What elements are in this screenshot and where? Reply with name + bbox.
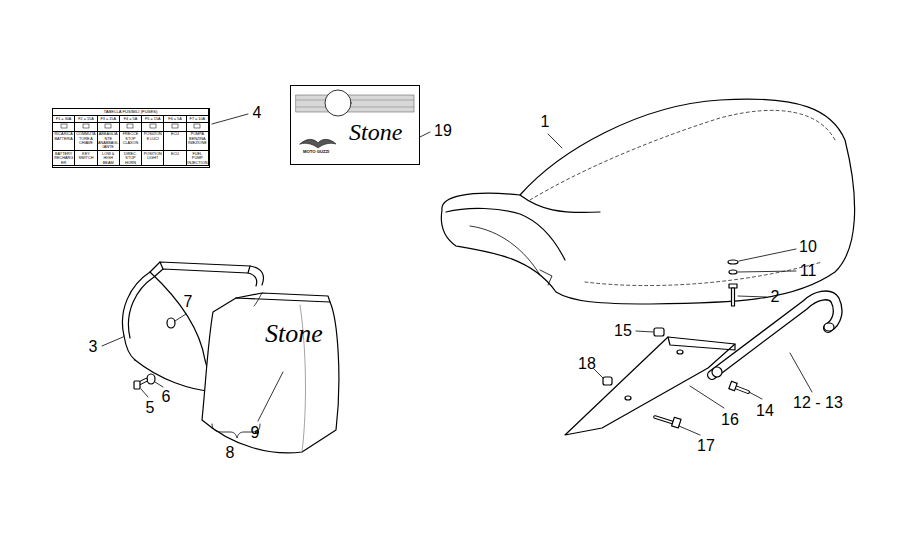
fuse-icon xyxy=(104,123,112,129)
table-cell: F2 = 15A xyxy=(75,116,97,123)
callout-number: 16 xyxy=(721,412,739,428)
callout-number: 3 xyxy=(89,339,98,355)
table-cell: LOW & HIGH BEAM xyxy=(98,151,120,166)
seat xyxy=(441,99,854,304)
fuse-icon-cell xyxy=(75,123,97,132)
callout-number: 4 xyxy=(253,105,262,121)
fuse-icon xyxy=(126,123,134,129)
logo-text: Stone xyxy=(265,321,323,347)
table-cell: RICARICA BATTERIA xyxy=(53,132,75,152)
callout-number: 15 xyxy=(614,323,632,339)
callout-number: 8 xyxy=(226,445,235,461)
callout-number: 10 xyxy=(799,239,817,255)
table-cell: DIREC. STOP HORN xyxy=(120,151,142,166)
fuse-icon-cell xyxy=(120,123,142,132)
table-cell: POSIZIONE LUCI xyxy=(142,132,164,152)
table-cell: COMMUTATORE A CHIAVE xyxy=(75,132,97,152)
decal-artwork xyxy=(296,90,414,148)
callout-number: 12 - 13 xyxy=(793,395,843,411)
fuse-icon-cell xyxy=(187,123,209,132)
table-cell: POSITION LIGHT xyxy=(142,151,164,166)
brand-text: MOTO GUZZI xyxy=(303,150,329,154)
fuse-icon xyxy=(171,123,179,129)
mounting-plate xyxy=(565,328,735,435)
callout-number: 17 xyxy=(697,438,715,454)
fuse-icon-cell xyxy=(164,123,186,132)
decal-sticker: MOTO GUZZI Stone xyxy=(290,85,420,165)
logo-text: Stone xyxy=(349,120,402,144)
fuse-icon xyxy=(193,123,201,129)
callout-number: 14 xyxy=(756,403,774,419)
callout-number: 5 xyxy=(146,400,155,416)
table-cell: ECU xyxy=(164,151,186,166)
table-cell: F6 = 5A xyxy=(164,116,186,123)
table-cell: KEY SWITCH xyxy=(75,151,97,166)
table-cell: BATTERY RECHARGER xyxy=(53,151,75,166)
callout-number: 6 xyxy=(162,389,171,405)
fuse-table: TABELLA FUSIBILI (FUSES)F1 = 30AF2 = 15A… xyxy=(52,108,210,168)
table-title: TABELLA FUSIBILI (FUSES) xyxy=(53,109,209,116)
callout-number: 18 xyxy=(578,356,596,372)
table-cell: ECU xyxy=(164,132,186,152)
callout-number: 2 xyxy=(771,289,780,305)
bolt-set xyxy=(728,260,738,306)
callout-number: 19 xyxy=(434,123,452,139)
table-cell: FUEL PUMP INJECTION xyxy=(187,151,209,166)
callout-number: 11 xyxy=(800,263,817,279)
fuse-icon-cell xyxy=(53,123,75,132)
table-cell: F1 = 30A xyxy=(53,116,75,123)
table-cell: FRECCE STOP CLAXON xyxy=(120,132,142,152)
table-cell: POMPA BENZINA INIEZIONE xyxy=(187,132,209,152)
callout-number: 7 xyxy=(184,294,193,310)
fuse-icon xyxy=(82,123,90,129)
fuse-icon xyxy=(149,123,157,129)
fuse-icon-cell xyxy=(142,123,164,132)
table-cell: F4 = 5A xyxy=(120,116,142,123)
table-cell: ABBAGLIANTE ANABBAGLIANTE xyxy=(98,132,120,152)
fuse-icon xyxy=(60,123,68,129)
callout-number: 9 xyxy=(251,425,260,441)
fuse-icon-cell xyxy=(98,123,120,132)
table-cell: F5 = 15A xyxy=(142,116,164,123)
callout-number: 1 xyxy=(541,114,550,130)
fuse-grid: TABELLA FUSIBILI (FUSES)F1 = 30AF2 = 15A… xyxy=(53,109,209,166)
leader-lines xyxy=(102,114,812,435)
fasteners xyxy=(134,318,175,389)
side-cover xyxy=(202,293,339,453)
table-cell: F3 = 15A xyxy=(98,116,120,123)
table-cell: F7 = 10A xyxy=(187,116,209,123)
